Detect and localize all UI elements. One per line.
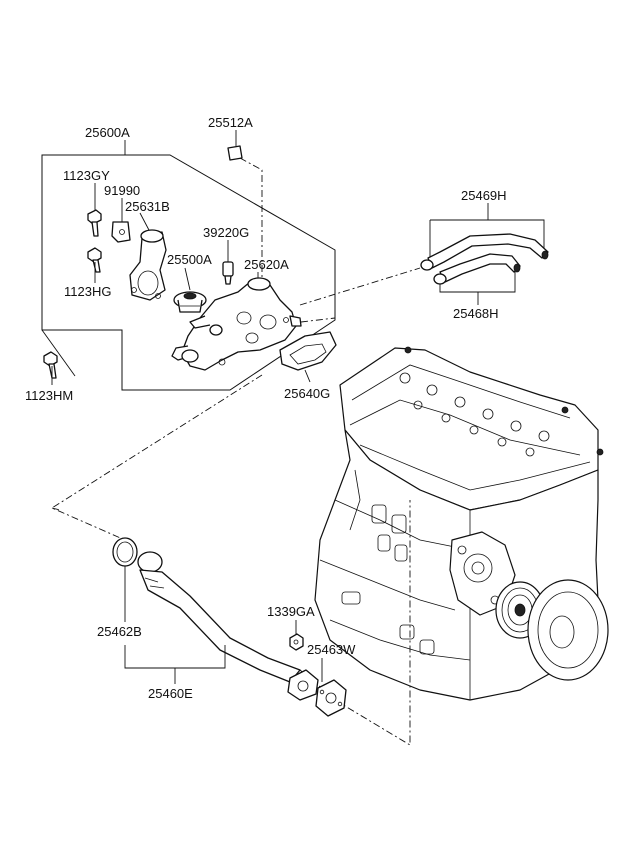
label-25631b: 25631B: [125, 199, 170, 214]
bolt-1123gy: [87, 183, 102, 237]
label-25600a: 25600A: [85, 125, 130, 140]
label-25512a: 25512A: [208, 115, 253, 130]
label-25620a: 25620A: [244, 257, 289, 272]
label-25640g: 25640G: [284, 386, 330, 401]
hose-25468h: [433, 253, 521, 305]
label-25462b: 25462B: [97, 624, 142, 639]
label-25469h: 25469H: [461, 188, 507, 203]
hose-connection-line: [299, 267, 421, 306]
label-25500a: 25500A: [167, 252, 212, 267]
oring-25462b: [112, 537, 138, 622]
bolt-1123hg: [87, 247, 102, 283]
connection-lines-lower: [51, 374, 411, 746]
fitting-25631b: [129, 212, 167, 301]
thermostat-25500a: [173, 267, 207, 313]
label-25463w: 25463W: [307, 642, 356, 657]
pipe-25460e: [124, 551, 319, 701]
sensor-39220g: [222, 240, 234, 285]
engine-block: [314, 346, 609, 701]
assembly-outline-25600a: [41, 140, 336, 391]
bolt-1123hm: [43, 351, 58, 385]
part-labels: 25600A 25512A 1123GY 91990 25631B 39220G…: [25, 115, 507, 701]
label-25468h: 25468H: [453, 306, 499, 321]
gasket-25640g: [279, 331, 337, 383]
label-1339ga: 1339GA: [267, 604, 315, 619]
bracket-91990: [111, 198, 131, 243]
label-39220g: 39220G: [203, 225, 249, 240]
housing-25620a: [171, 272, 336, 371]
label-1123hm: 1123HM: [25, 388, 73, 403]
label-1123hg: 1123HG: [64, 284, 111, 299]
label-91990: 91990: [104, 183, 140, 198]
hose-25469h: [420, 203, 549, 271]
label-1123gy: 1123GY: [63, 168, 110, 183]
label-25460e: 25460E: [148, 686, 193, 701]
nut-1339ga: [289, 620, 304, 651]
gasket-25463w: [315, 658, 347, 717]
stud-25512a: [227, 130, 263, 305]
